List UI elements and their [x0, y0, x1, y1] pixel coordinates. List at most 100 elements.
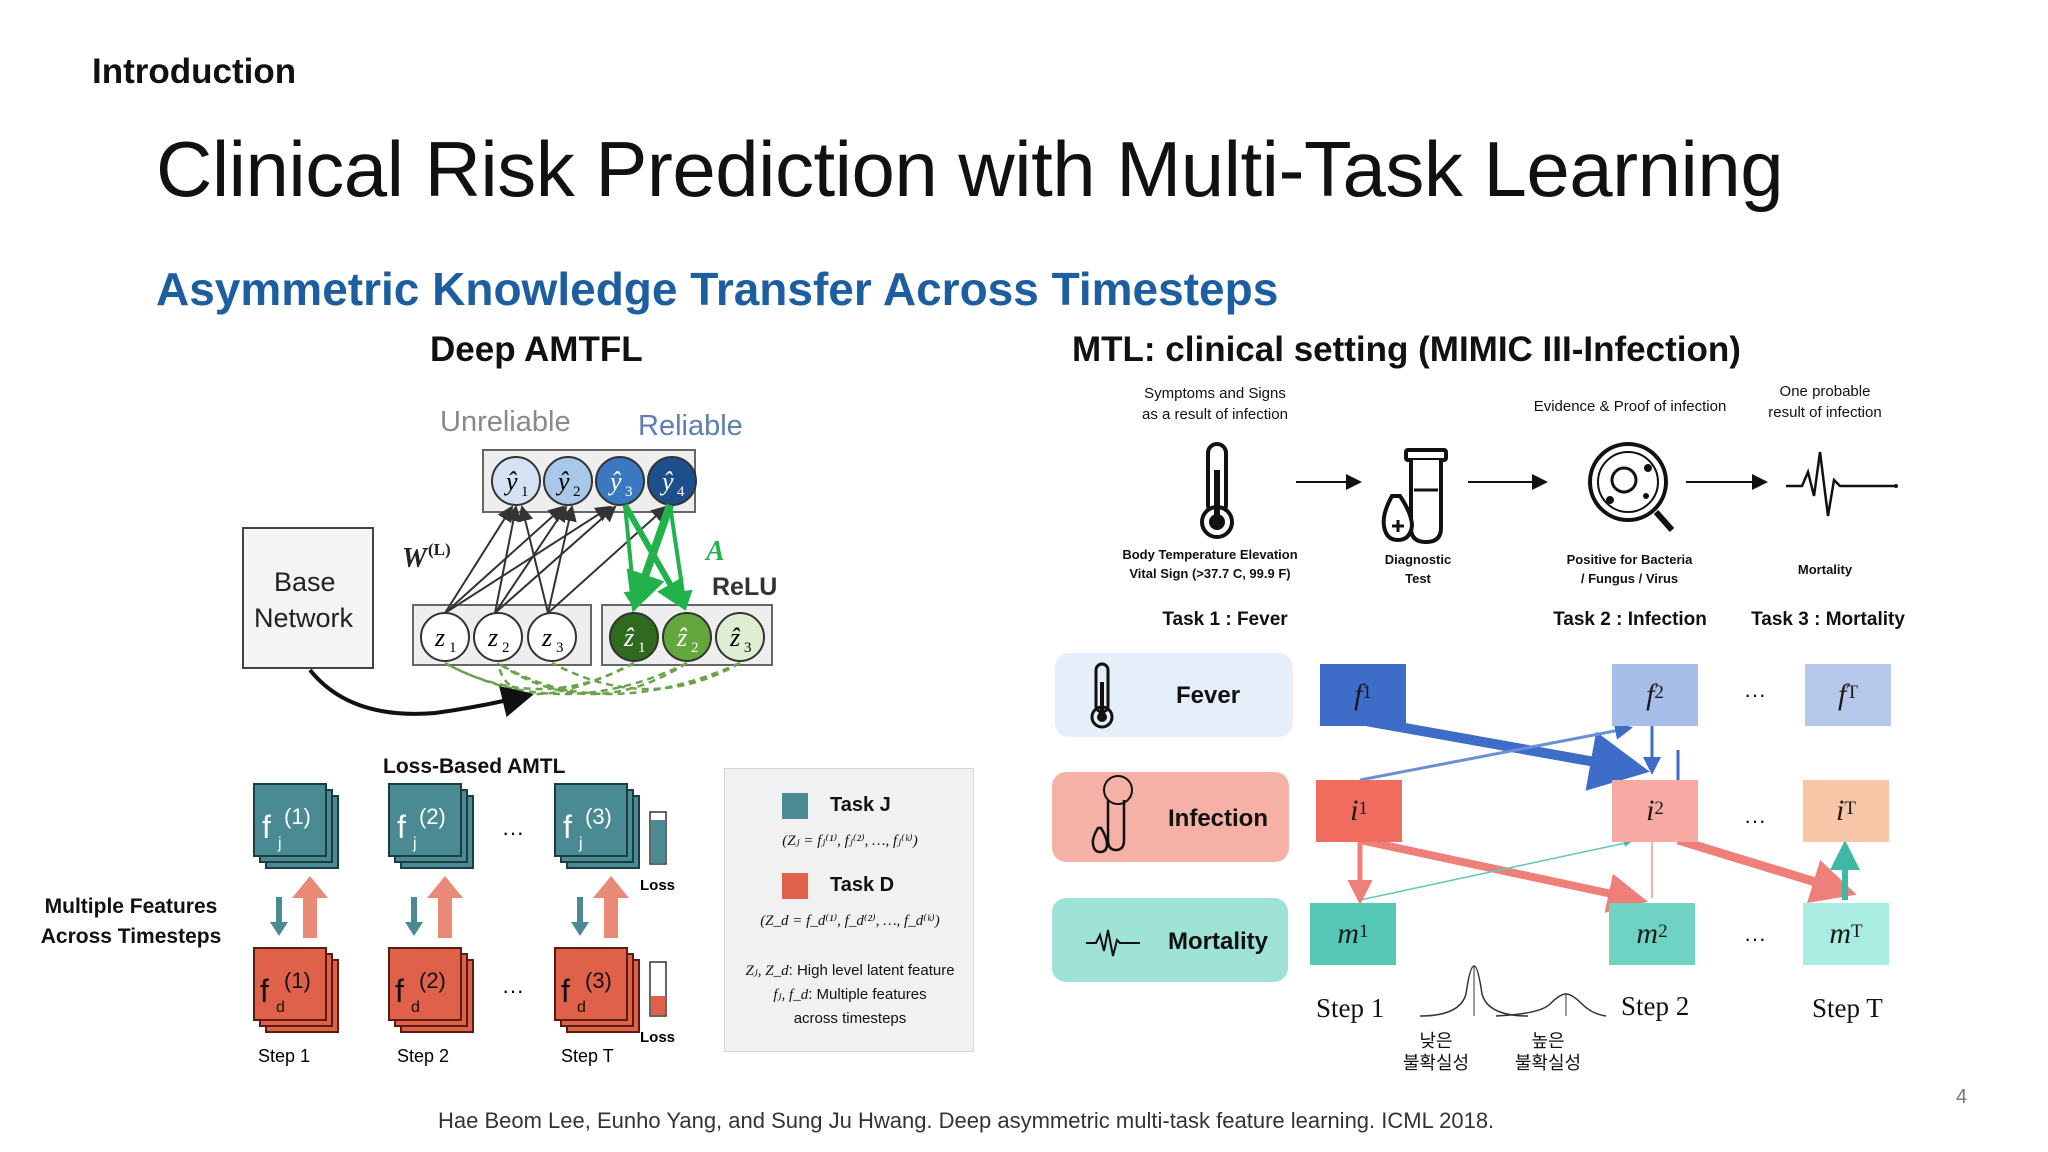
- task-1-label: Task 1 : Fever: [1162, 609, 1288, 630]
- reliable-label: Reliable: [638, 410, 743, 442]
- fever-thermometer-icon: [1090, 662, 1114, 729]
- citation: Hae Beom Lee, Eunho Yang, and Sung Ju Hw…: [438, 1108, 1495, 1133]
- svg-text:d: d: [577, 999, 586, 1016]
- svg-text:4: 4: [677, 484, 685, 500]
- svg-text:j: j: [412, 835, 417, 852]
- legend-notes: Zⱼ, Z_d: High level latent feature fⱼ, f…: [745, 962, 955, 1027]
- left-step-2: Step 2: [397, 1046, 449, 1066]
- task-j-label: Task J: [830, 794, 891, 816]
- w-sup: (L): [428, 540, 451, 559]
- task-2-label: Task 2 : Infection: [1553, 609, 1707, 630]
- high-uncertainty-curve: [1495, 993, 1607, 1017]
- slide-subtitle: Asymmetric Knowledge Transfer Across Tim…: [156, 263, 1279, 315]
- svg-text:d: d: [411, 999, 420, 1016]
- row-infection: [1052, 772, 1289, 862]
- section-label: Introduction: [92, 52, 297, 91]
- svg-text:j: j: [277, 835, 282, 852]
- icon-label-mortality: Mortality: [1797, 562, 1853, 577]
- task-j-formula: (Zⱼ = fⱼ⁽¹⁾, fⱼ⁽²⁾, …, fⱼ⁽ᵏ⁾): [782, 833, 918, 849]
- heartbeat-icon: [1786, 451, 1898, 517]
- task-d-formula: (Z_d = f_d⁽¹⁾, f_d⁽²⁾, …, f_d⁽ᵏ⁾): [760, 913, 940, 929]
- bacteria-magnifier-icon: [1588, 442, 1675, 532]
- right-step-1: Step 1: [1316, 993, 1385, 1023]
- transfer-arrows-right: [1347, 710, 1860, 913]
- row-icons: [1086, 662, 1140, 957]
- svg-text:2: 2: [573, 484, 581, 500]
- uncertainty-curves: [1419, 965, 1607, 1017]
- ellipsis-i: ···: [1744, 808, 1766, 833]
- svg-text:(2): (2): [419, 968, 446, 993]
- svg-text:(2): (2): [419, 804, 446, 829]
- transfer-arrows: [270, 876, 629, 938]
- svg-text:(3): (3): [585, 968, 612, 993]
- svg-text:3: 3: [556, 640, 564, 656]
- task-d-label: Task D: [830, 874, 895, 896]
- svg-text:2: 2: [691, 640, 699, 656]
- svg-text:(3): (3): [585, 804, 612, 829]
- loss-label-d: Loss: [640, 1029, 675, 1046]
- ellipsis-m: ···: [1744, 926, 1766, 951]
- page-number: 4: [1956, 1086, 1968, 1108]
- row-label-mortality: Mortality: [1168, 928, 1269, 955]
- svg-text:ŷ: ŷ: [607, 467, 622, 496]
- svg-text:f: f: [395, 973, 404, 1009]
- svg-text:z: z: [434, 623, 445, 652]
- svg-text:ŷ: ŷ: [659, 467, 674, 496]
- unreliable-label: Unreliable: [440, 406, 571, 438]
- svg-text:ŷ: ŷ: [503, 467, 518, 496]
- thermometer-icon: [1200, 442, 1234, 539]
- svg-text:f: f: [563, 809, 572, 845]
- left-step-t: Step T: [561, 1046, 614, 1066]
- task-3-label: Task 3 : Mortality: [1751, 609, 1905, 630]
- base-network-box: [242, 527, 374, 669]
- base-network-label-1: Base: [274, 567, 336, 597]
- svg-text:1: 1: [638, 640, 646, 656]
- svg-text:2: 2: [502, 640, 510, 656]
- row-label-fever: Fever: [1176, 682, 1241, 709]
- task-j-swatch: [782, 793, 808, 819]
- svg-text:ŷ: ŷ: [555, 467, 570, 496]
- svg-text:(1): (1): [284, 968, 311, 993]
- row-label-infection: Infection: [1168, 805, 1268, 832]
- mortality-heartbeat-icon: [1086, 929, 1140, 957]
- svg-text:f: f: [397, 809, 406, 845]
- svg-text:z: z: [487, 623, 498, 652]
- loss-label-j: Loss: [640, 877, 675, 894]
- svg-text:ẑ: ẑ: [623, 623, 635, 652]
- pipeline-icons: [1200, 442, 1898, 545]
- left-step-1: Step 1: [258, 1046, 310, 1066]
- svg-text:f: f: [260, 973, 269, 1009]
- loss-amtl-heading: Loss-Based AMTL: [383, 755, 566, 778]
- svg-text:3: 3: [744, 640, 752, 656]
- mtl-heading: MTL: clinical setting (MIMIC III-Infecti…: [1072, 330, 1741, 369]
- svg-text:d: d: [276, 999, 285, 1016]
- svg-text:f: f: [561, 973, 570, 1009]
- svg-text:···: ···: [502, 820, 524, 845]
- top-label-evidence: Evidence & Proof of infection: [1533, 398, 1727, 415]
- svg-text:f: f: [262, 809, 271, 845]
